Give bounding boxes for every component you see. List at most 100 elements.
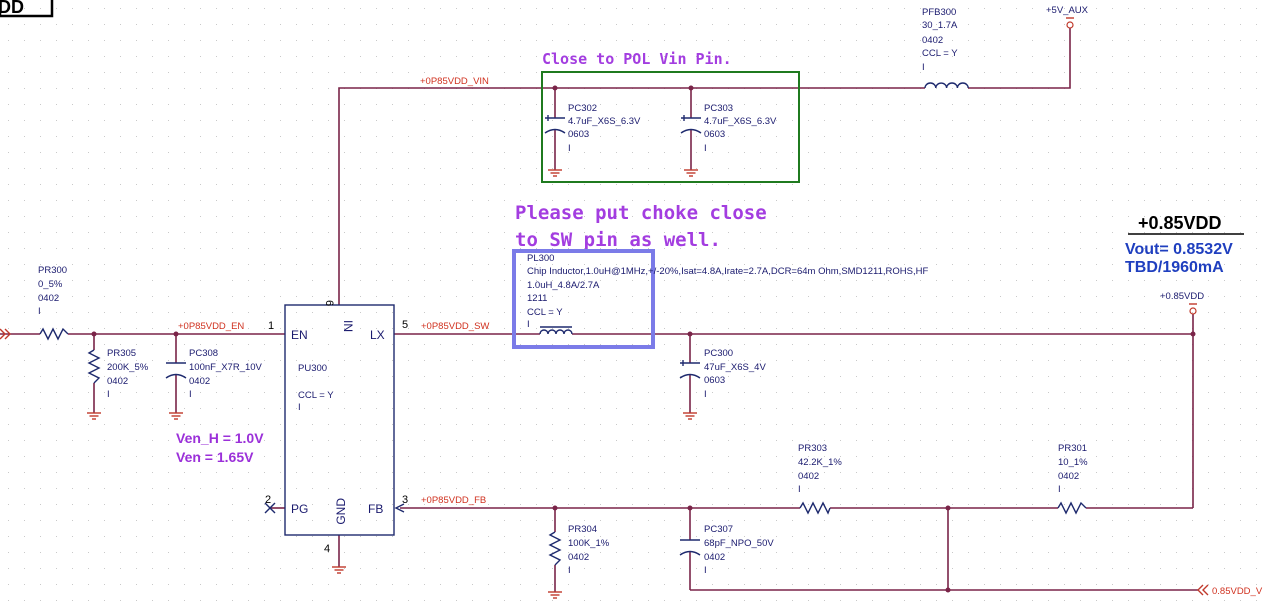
ground-symbols [87, 169, 698, 599]
svg-text:I: I [38, 306, 41, 317]
svg-text:0402: 0402 [798, 471, 819, 482]
svg-text:I: I [527, 319, 530, 330]
ic-pin-lx-num: 5 [402, 319, 408, 331]
choke-highlight-box [512, 249, 655, 349]
svg-text:0603: 0603 [704, 129, 725, 140]
svg-text:0603: 0603 [568, 129, 589, 140]
capacitor-pc303: PC303 4.7uF_X6S_6.3V 0603 I [680, 103, 777, 154]
output-current: TBD/1960mA [1125, 259, 1224, 276]
ic-pin-en-name: EN [291, 328, 308, 342]
output-rail-title: +0.85VDD [1138, 213, 1222, 233]
svg-text:PR303: PR303 [798, 443, 827, 454]
net-label-vin: +0P85VDD_VIN [420, 76, 489, 87]
capacitor-pc307: PC307 68pF_NPO_50V 0402 I [679, 524, 774, 576]
svg-text:1211: 1211 [527, 293, 547, 304]
ic-pin-fb-name: FB [368, 502, 383, 516]
svg-text:0603: 0603 [704, 375, 725, 386]
capacitor-pc300: PC300 47uF_X6S_4V 0603 I [679, 348, 766, 400]
svg-text:10_1%: 10_1% [1058, 457, 1088, 468]
svg-text:I: I [568, 143, 571, 154]
resistor-pr300: PR300 0_5% 0402 I [38, 265, 69, 341]
svg-text:0402: 0402 [38, 293, 59, 304]
svg-text:PR305: PR305 [107, 348, 136, 359]
net-label-sw: +0P85VDD_SW [421, 321, 489, 332]
svg-text:I: I [704, 389, 707, 400]
ic-pu300: EN 1 IN 6 LX 5 PG 2 GND 4 FB 3 PU300 CCL… [264, 300, 408, 555]
grid-dots [8, 8, 1257, 601]
svg-text:I: I [568, 565, 571, 576]
net-label-out-offpage: 0.85VDD_V [1212, 586, 1263, 597]
net-label-fb: +0P85VDD_FB [421, 495, 486, 506]
net-label-5v-aux: +5V_AUX [1046, 5, 1089, 16]
svg-text:I: I [189, 389, 192, 400]
svg-text:I: I [922, 62, 925, 73]
title-fragment: DD [0, 0, 54, 18]
ic-ref: PU300 [298, 363, 327, 374]
svg-text:4.7uF_X6S_6.3V: 4.7uF_X6S_6.3V [704, 116, 777, 127]
svg-text:I: I [107, 389, 110, 400]
svg-text:0402: 0402 [107, 376, 128, 387]
svg-text:PC308: PC308 [189, 348, 218, 359]
svg-text:PFB300: PFB300 [922, 7, 956, 18]
svg-text:0_5%: 0_5% [38, 279, 63, 290]
svg-text:PC307: PC307 [704, 524, 733, 535]
svg-text:PC302: PC302 [568, 103, 597, 114]
svg-text:100nF_X7R_10V: 100nF_X7R_10V [189, 362, 263, 373]
ic-pin-in-num: 6 [323, 300, 335, 306]
ic-pin-pg-name: PG [291, 502, 308, 516]
svg-text:4.7uF_X6S_6.3V: 4.7uF_X6S_6.3V [568, 116, 641, 127]
ic-pin-en-num: 1 [268, 320, 274, 332]
ic-pin-in-name: IN [341, 320, 355, 332]
svg-text:Chip Inductor,1.0uH@1MHz,+/-20: Chip Inductor,1.0uH@1MHz,+/-20%,Isat=4.8… [527, 266, 928, 277]
offpage-connector-en [0, 328, 11, 340]
net-label-out: +0.85VDD [1160, 291, 1204, 302]
junctions [91, 85, 1196, 593]
ic-mark: I [298, 402, 301, 413]
svg-text:I: I [704, 565, 707, 576]
svg-text:CCL = Y: CCL = Y [922, 48, 958, 59]
svg-text:68pF_NPO_50V: 68pF_NPO_50V [704, 538, 774, 549]
ic-ccl: CCL = Y [298, 390, 334, 401]
note-close-to-pol: Close to POL Vin Pin. [542, 50, 732, 68]
vin-cap-highlight-box [541, 71, 800, 183]
svg-text:47uF_X6S_4V: 47uF_X6S_4V [704, 362, 766, 373]
svg-text:PC303: PC303 [704, 103, 733, 114]
svg-text:0402: 0402 [922, 35, 943, 46]
svg-text:0402: 0402 [704, 552, 725, 563]
ferrite-bead-pfb300: PFB300 30_1.7A 0402 CCL = Y I [922, 7, 969, 89]
power-symbol-out [1189, 303, 1197, 315]
svg-text:PR304: PR304 [568, 524, 597, 535]
ic-pin-fb-num: 3 [402, 494, 408, 506]
svg-text:1.0uH_4.8A/2.7A: 1.0uH_4.8A/2.7A [527, 280, 600, 291]
ic-pin-lx-name: LX [370, 328, 385, 342]
net-label-en: +0P85VDD_EN [178, 321, 244, 332]
note-ven: Ven = 1.65V [176, 449, 254, 465]
svg-text:200K_5%: 200K_5% [107, 362, 149, 373]
svg-text:30_1.7A: 30_1.7A [922, 20, 958, 31]
svg-text:0402: 0402 [189, 376, 210, 387]
svg-text:PR300: PR300 [38, 265, 67, 276]
ic-pin-gnd-num: 4 [324, 543, 330, 555]
note-ven-h: Ven_H = 1.0V [176, 430, 264, 446]
resistor-pr301: PR301 10_1% 0402 I [1057, 443, 1088, 515]
svg-text:I: I [1058, 484, 1061, 495]
inductor-pl300: PL300 Chip Inductor,1.0uH@1MHz,+/-20%,Is… [527, 253, 928, 335]
resistor-pr305: PR305 200K_5% 0402 I [87, 348, 149, 400]
output-vout: Vout= 0.8532V [1125, 241, 1233, 258]
resistor-pr304: PR304 100K_1% 0402 I [548, 524, 610, 576]
svg-text:PR301: PR301 [1058, 443, 1087, 454]
capacitor-pc308: PC308 100nF_X7R_10V 0402 I [165, 348, 263, 400]
resistor-pr303: PR303 42.2K_1% 0402 I [798, 443, 842, 515]
power-symbol-5v-aux [1066, 17, 1074, 29]
wires [0, 28, 1198, 592]
offpage-connector-out [1197, 584, 1209, 596]
svg-text:0402: 0402 [568, 552, 589, 563]
note-choke-line2: to SW pin as well. [515, 229, 721, 251]
svg-text:PL300: PL300 [527, 253, 554, 264]
svg-text:42.2K_1%: 42.2K_1% [798, 457, 842, 468]
capacitor-pc302: PC302 4.7uF_X6S_6.3V 0603 I [544, 103, 641, 154]
svg-text:PC300: PC300 [704, 348, 733, 359]
svg-text:100K_1%: 100K_1% [568, 538, 610, 549]
ic-pin-gnd-name: GND [334, 498, 348, 525]
